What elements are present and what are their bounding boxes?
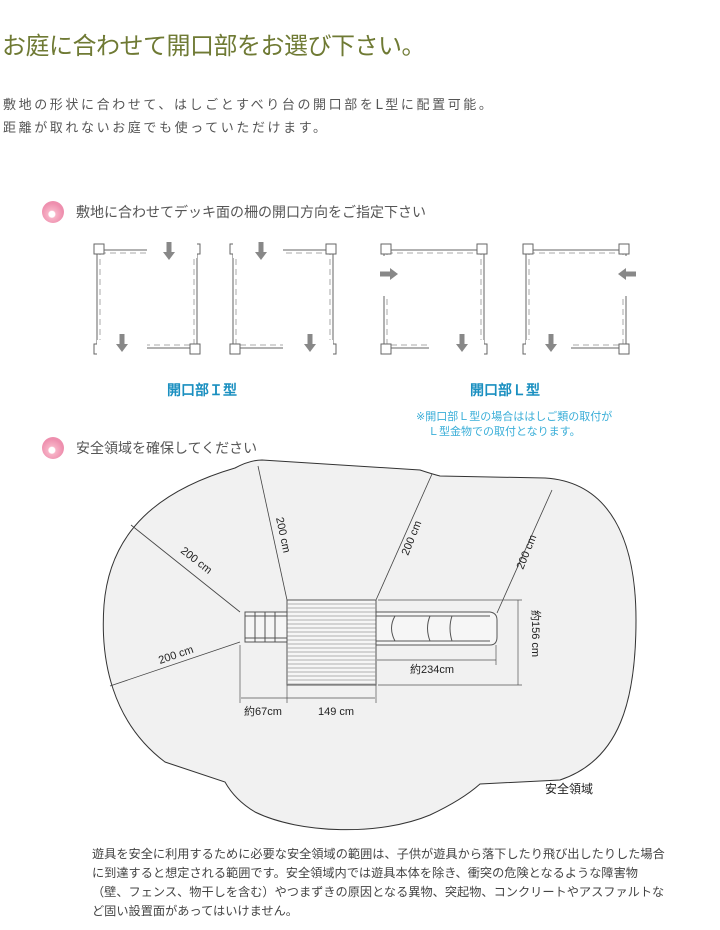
type-l-note-1: ※開口部Ｌ型の場合ははしご類の取付が (416, 410, 613, 423)
deck-width-label: 149 cm (318, 706, 354, 718)
section-heading-text: 安全領域を確保してください (76, 441, 258, 457)
section-heading-safety: 安全領域を確保してください (42, 437, 257, 459)
safety-description: 遊具を安全に利用するために必要な安全領域の範囲は、子供が遊具から落下したり飛び出… (92, 847, 665, 918)
page-title: お庭に合わせて開口部をお選び下さい。 (2, 32, 426, 60)
pink-flower-icon (42, 437, 64, 459)
section-heading-opening: 敷地に合わせてデッキ面の柵の開口方向をご指定下さい (42, 201, 426, 223)
safety-area-label: 安全領域 (545, 781, 593, 796)
pink-flower-icon (42, 201, 64, 223)
slide-length-label: 約234cm (410, 662, 454, 676)
deck (286, 599, 377, 686)
diagram-i-type-1 (93, 242, 201, 356)
safety-area-diagram: 200 cm 200 cm 200 cm 200 cm 200 cm 約67cm… (102, 459, 637, 831)
type-l-label: 開口部Ｌ型 (470, 383, 540, 399)
diagram-i-type-2 (229, 242, 337, 356)
type-i-label: 開口部Ｉ型 (167, 383, 237, 399)
slide (375, 611, 498, 646)
opening-diagrams (93, 242, 636, 356)
ladder-width-label: 約67cm (244, 704, 282, 718)
type-l-note-2: Ｌ型金物での取付となります。 (428, 425, 581, 438)
intro-line-2: 距離が取れないお庭でも使っていただけます。 (3, 121, 329, 136)
diagram-l-type-2 (522, 243, 636, 356)
ladder (244, 611, 288, 643)
diagram-l-type-1 (378, 243, 488, 356)
section-heading-text: 敷地に合わせてデッキ面の柵の開口方向をご指定下さい (76, 205, 426, 221)
intro-line-1: 敷地の形状に合わせて、はしごとすべり台の開口部をL型に配置可能。 (3, 98, 495, 113)
depth-label: 約156 cm (529, 610, 543, 657)
